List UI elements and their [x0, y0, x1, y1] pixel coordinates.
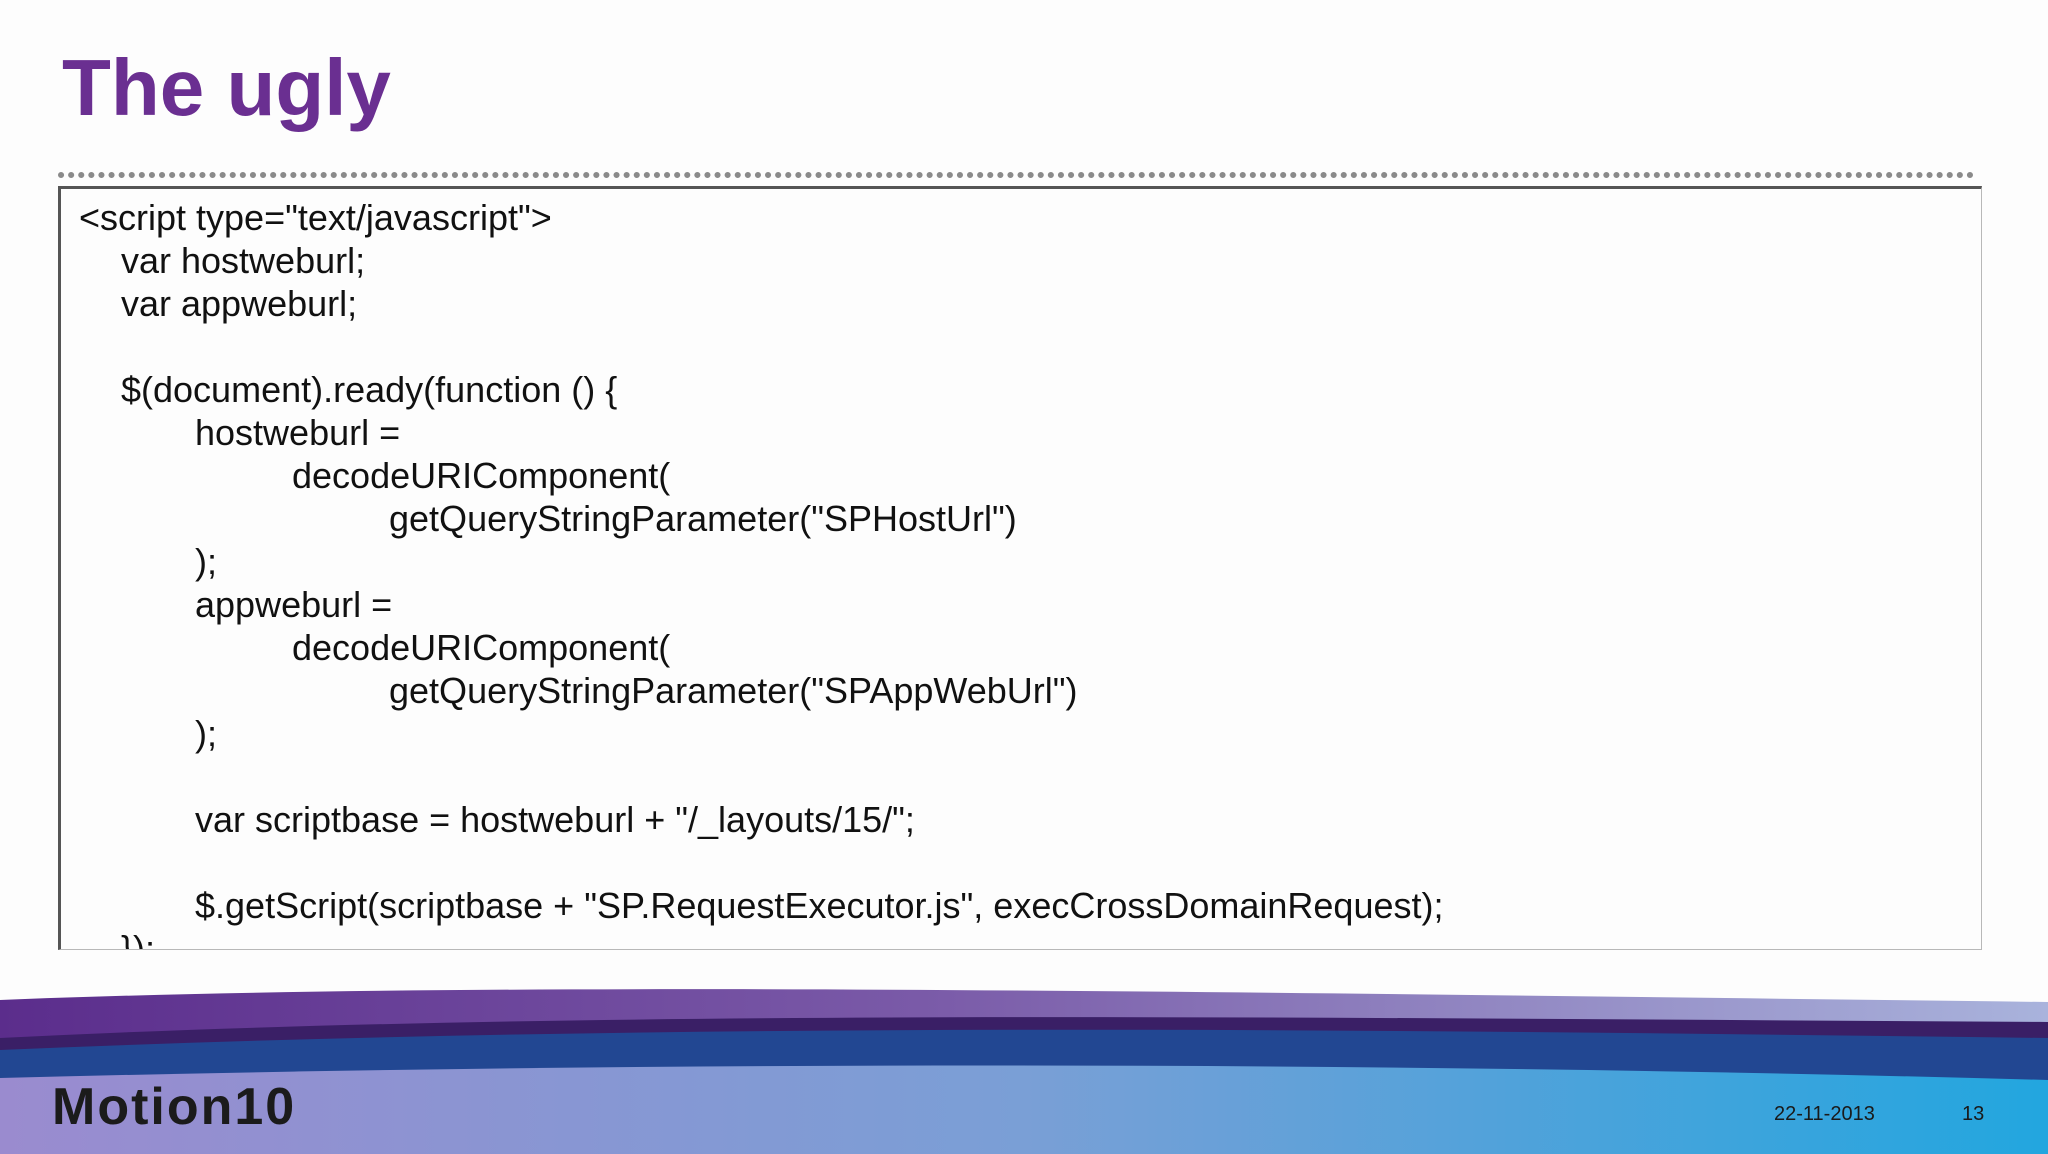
code-line: decodeURIComponent(: [232, 455, 671, 496]
code-block: <script type="text/javascript"> var host…: [58, 186, 1982, 950]
code-line: getQueryStringParameter("SPAppWebUrl"): [309, 670, 1078, 711]
slide-title: The ugly: [62, 43, 391, 132]
code-line: appweburl =: [155, 584, 393, 625]
code-line: hostweburl =: [155, 412, 401, 453]
code-line: var scriptbase = hostweburl + "/_layouts…: [155, 799, 915, 840]
logo-text: Motion10: [52, 1078, 296, 1136]
code-line: var appweburl;: [101, 283, 358, 324]
code-line: var hostweburl;: [101, 240, 366, 281]
code-line: });: [101, 928, 156, 950]
code-line: <script type="text/javascript">: [79, 197, 552, 238]
footer-date: 22-11-2013: [1774, 1103, 1875, 1125]
dotted-divider: [58, 172, 1982, 178]
code-line: $.getScript(scriptbase + "SP.RequestExec…: [155, 885, 1444, 926]
code-line: getQueryStringParameter("SPHostUrl"): [309, 498, 1017, 539]
code-line: );: [155, 713, 217, 754]
footer-wave: [0, 989, 2048, 1154]
code-line: $(document).ready(function () {: [101, 369, 618, 410]
motion10-logo: Motion10: [52, 1078, 296, 1136]
page-number: 13: [1962, 1103, 1985, 1125]
code-line: decodeURIComponent(: [232, 627, 671, 668]
code-line: );: [155, 541, 217, 582]
